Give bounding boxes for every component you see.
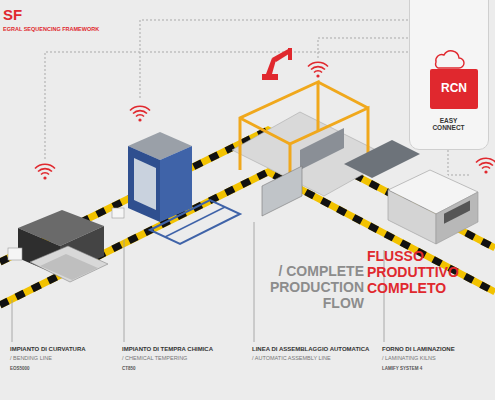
model-code: CT850: [122, 366, 247, 371]
app-name: EASY CONNECT: [427, 117, 471, 132]
phone-body: [409, 0, 489, 150]
station-name: LINEA DI ASSEMBLAGGIO AUTOMATICA: [252, 346, 380, 353]
station-subtitle: / LAMINATING KILNS: [382, 355, 490, 361]
title: SF: [3, 6, 22, 23]
wifi-icon: [35, 164, 55, 179]
model-code: LAMIFY SYSTEM 4: [382, 366, 490, 371]
station-name: FORNO DI LAMINAZIONE: [382, 346, 490, 353]
bending-machine: [8, 210, 108, 282]
tempering-machine: [112, 132, 240, 244]
flow-heading: FLUSSO PRODUTTIVO COMPLETO: [367, 248, 479, 296]
subtitle: EGRAL SEQUENCING FRAMEWORK: [3, 26, 163, 32]
wifi-icon: [308, 62, 328, 77]
phone-frame: EASY CONNECT RCN: [409, 0, 489, 150]
laminating-kiln: [388, 170, 478, 244]
wifi-icon: [130, 106, 150, 121]
logo-text: RCN: [441, 82, 467, 96]
station-subtitle: / AUTOMATIC ASSEMBLY LINE: [252, 355, 380, 361]
station-subtitle: / BENDING LINE: [10, 355, 120, 361]
flow-heading: / COMPLETE PRODUCTION FLOW: [252, 263, 364, 311]
station-name: IMPIANTO DI TEMPRA CHIMICA: [122, 346, 247, 353]
model-code: EOS5000: [10, 366, 120, 371]
station-name: IMPIANTO DI CURVATURA: [10, 346, 120, 353]
cloud-icon: [436, 51, 464, 68]
station-subtitle: / CHEMICAL TEMPERING: [122, 355, 247, 361]
wifi-icon: [476, 158, 495, 173]
logo-box: RCN: [430, 69, 478, 109]
